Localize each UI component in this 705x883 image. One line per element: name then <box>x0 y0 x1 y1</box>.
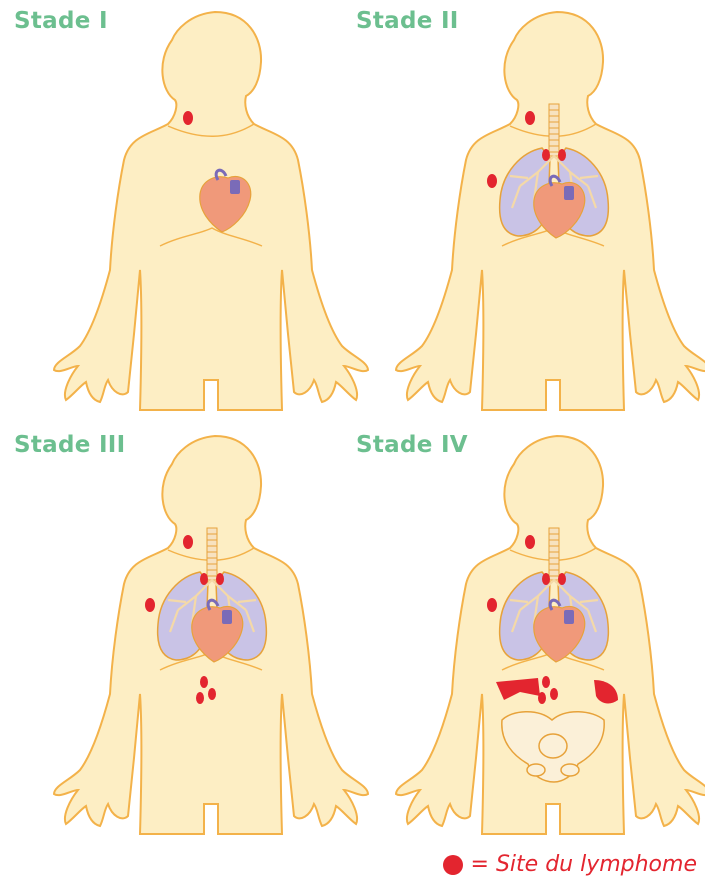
stage-title-1: Stade I <box>14 8 108 34</box>
lymphoma-site-mediastinum-right <box>558 573 566 585</box>
lymphoma-site-neck <box>525 535 535 549</box>
lymphoma-site-axilla <box>145 598 155 612</box>
trachea-icon <box>549 528 559 580</box>
legend: = Site du lymphome <box>443 852 697 877</box>
lymphoma-site-mediastinum-left <box>542 149 550 161</box>
stage-title-4: Stade IV <box>356 432 468 458</box>
stage-panel-2 <box>396 12 705 410</box>
lymphoma-site-mediastinum-left <box>200 573 208 585</box>
stage-panel-1 <box>54 12 368 410</box>
trachea-icon <box>549 104 559 156</box>
lymphoma-site-mediastinum-right <box>558 149 566 161</box>
lymphoma-site-neck <box>183 111 193 125</box>
stage-title-2: Stade II <box>356 8 459 34</box>
red-dot-icon <box>443 855 463 875</box>
stage-panel-4 <box>396 436 705 834</box>
lymphoma-site-mediastinum-right <box>216 573 224 585</box>
lymphoma-site-abdomen <box>196 692 204 704</box>
lymphoma-site-neck <box>525 111 535 125</box>
lymphoma-site-abdomen <box>550 688 558 700</box>
legend-text: = Site du lymphome <box>471 852 697 877</box>
stage-panel-3 <box>54 436 368 834</box>
lymphoma-site-abdomen <box>200 676 208 688</box>
lymphoma-site-axilla <box>487 174 497 188</box>
lymphoma-site-abdomen <box>542 676 550 688</box>
lymphoma-site-axilla <box>487 598 497 612</box>
lymphoma-site-mediastinum-left <box>542 573 550 585</box>
panels-layer <box>54 12 705 834</box>
stage-title-3: Stade III <box>14 432 126 458</box>
trachea-icon <box>207 528 217 580</box>
lymphoma-site-neck <box>183 535 193 549</box>
lymphoma-site-abdomen <box>208 688 216 700</box>
